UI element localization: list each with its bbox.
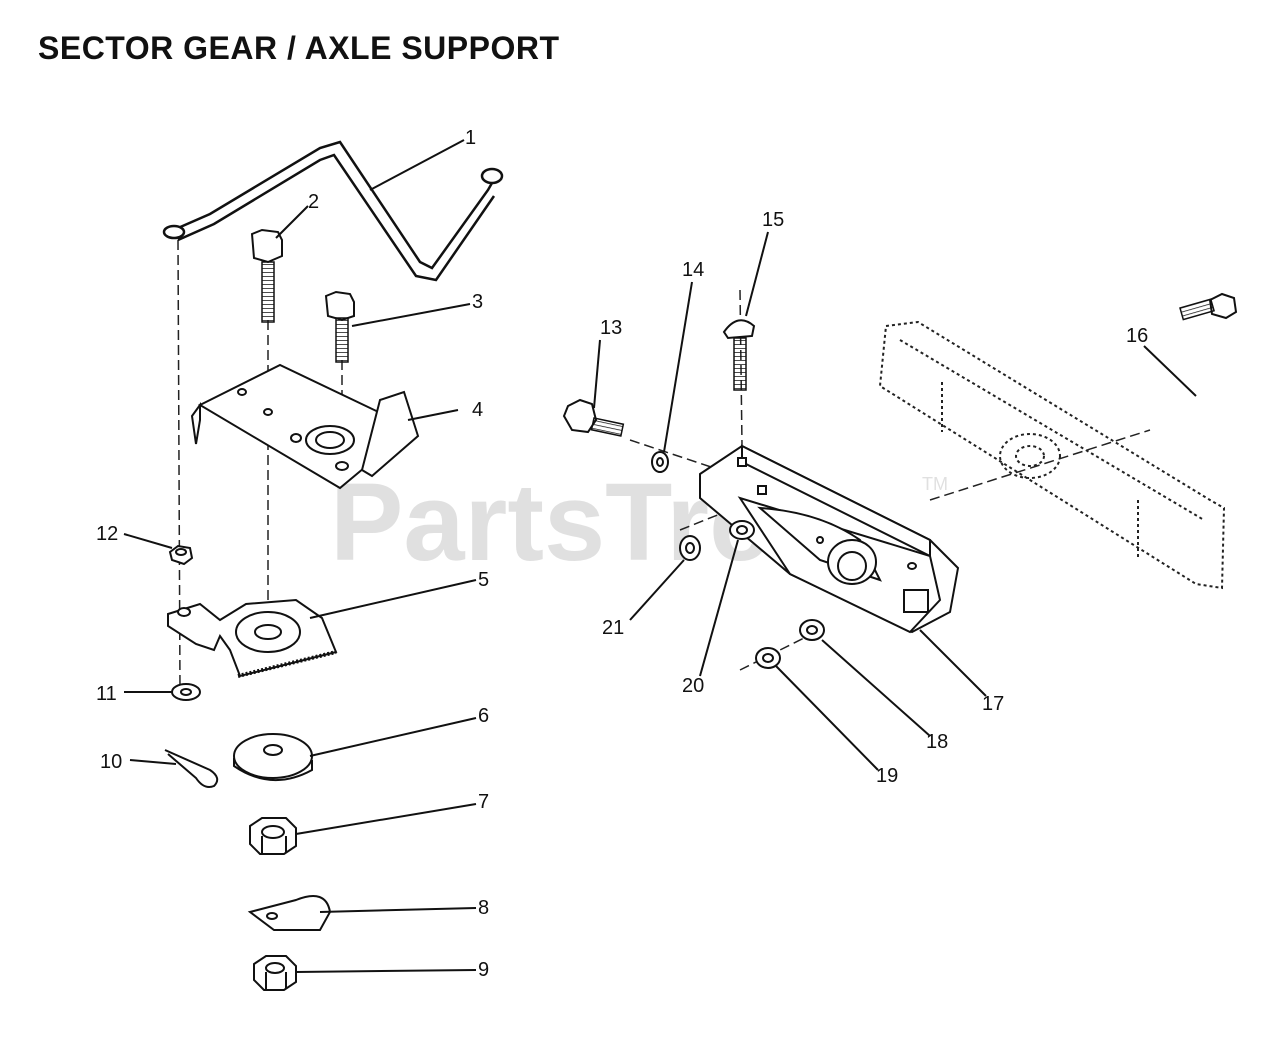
callout-9: 9 <box>478 959 489 981</box>
callout-13: 13 <box>600 317 622 339</box>
part-nut-9 <box>253 955 297 991</box>
callout-19: 19 <box>876 765 898 787</box>
part-bolt-2 <box>250 228 283 323</box>
part-nut-7 <box>249 817 297 855</box>
callout-1: 1 <box>465 127 476 149</box>
part-nut-20 <box>729 520 755 540</box>
part-sector-gear <box>167 598 338 678</box>
callout-4: 4 <box>472 399 483 421</box>
callout-5: 5 <box>478 569 489 591</box>
part-bolt-13 <box>562 398 625 437</box>
part-washer-14 <box>651 451 669 473</box>
part-bolt-16 <box>1179 292 1238 321</box>
callout-10: 10 <box>100 751 122 773</box>
watermark-tm: TM <box>922 474 948 494</box>
part-steering-rod <box>162 140 504 282</box>
part-nut-12 <box>168 544 194 566</box>
callout-18: 18 <box>926 731 948 753</box>
callout-7: 7 <box>478 791 489 813</box>
part-washer-21 <box>679 535 701 561</box>
part-bolt-3 <box>324 290 355 363</box>
callout-14: 14 <box>682 259 704 281</box>
part-washer-11 <box>171 683 201 701</box>
page-title: SECTOR GEAR / AXLE SUPPORT <box>38 30 560 66</box>
callout-15: 15 <box>762 209 784 231</box>
part-large-washer <box>233 733 313 781</box>
part-nut-19 <box>755 647 781 669</box>
part-bracket <box>190 363 420 490</box>
part-axle-support <box>699 444 960 634</box>
callout-6: 6 <box>478 705 489 727</box>
callout-labels: 1 2 3 4 5 6 7 8 9 10 11 12 13 14 15 16 1… <box>96 127 1148 981</box>
part-bolt-15 <box>722 319 756 391</box>
part-axle-phantom <box>878 320 1226 590</box>
callout-16: 16 <box>1126 325 1148 347</box>
callout-11: 11 <box>96 683 117 705</box>
callout-12: 12 <box>96 523 118 545</box>
callout-21: 21 <box>602 617 624 639</box>
part-clip <box>247 895 332 931</box>
part-nut-18 <box>799 619 825 641</box>
callout-17: 17 <box>982 693 1004 715</box>
callout-8: 8 <box>478 897 489 919</box>
callout-3: 3 <box>472 291 483 313</box>
callout-20: 20 <box>682 675 704 697</box>
leader-lines <box>123 139 1197 973</box>
part-cotter-pin <box>164 749 219 788</box>
callout-2: 2 <box>308 191 319 213</box>
